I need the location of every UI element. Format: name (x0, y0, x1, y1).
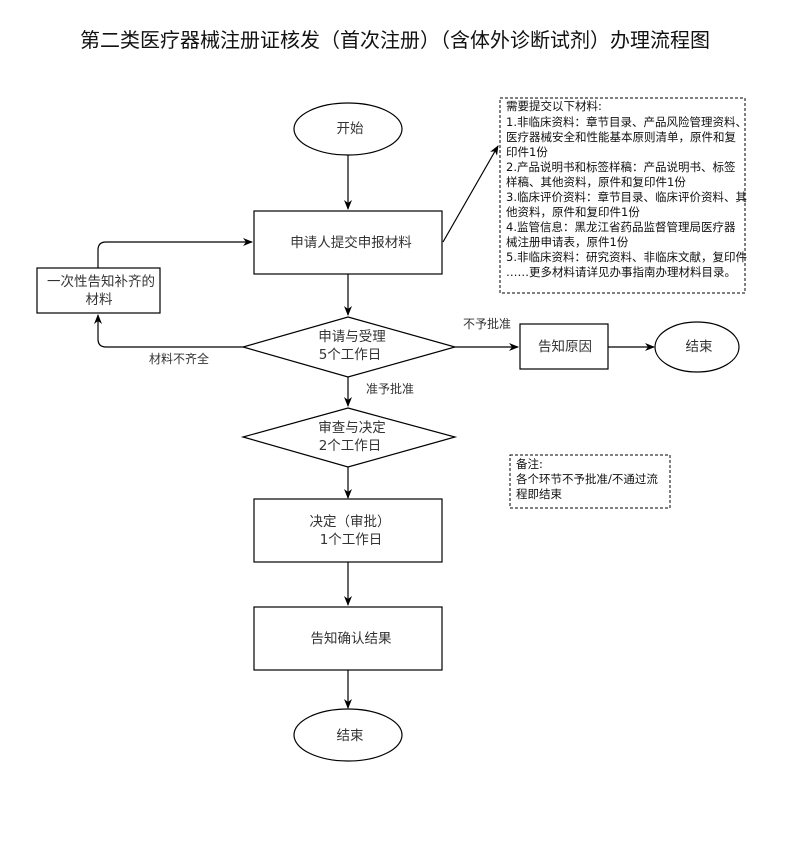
materials-line: 样稿、其他资料，原件和复印件1份 (506, 175, 686, 189)
edge-label-approve: 准予批准 (366, 381, 414, 396)
materials-line: 医疗器械安全和性能基本原则清单，原件和复 (506, 130, 736, 144)
edge-accept-supplement (94, 314, 243, 348)
end-reject-node: 结束 (654, 321, 740, 373)
materials-line: ……更多材料请详见办事指南办理材料目录。 (506, 265, 736, 279)
materials-line: 2.产品说明书和标签样稿：产品说明书、标签 (506, 160, 736, 174)
notify-result-label: 告知确认结果 (311, 630, 392, 647)
materials-line: 印件1份 (506, 145, 548, 159)
materials-line: 他资料，原件和复印件1份 (506, 205, 640, 219)
edge-supplement-submit (97, 238, 253, 268)
edge-submit-materials (442, 145, 499, 243)
notify-result-node: 告知确认结果 (253, 606, 443, 671)
materials-line: 械注册申请表，原件1份 (506, 235, 629, 249)
notify-reason-node: 告知原因 (519, 323, 609, 370)
review-label-line2: 2个工作日 (319, 438, 382, 454)
edge-label-reject: 不予批准 (463, 316, 511, 331)
review-decision-node: 审查与决定 2个工作日 (240, 407, 458, 468)
materials-line: 3.临床评价资料：章节目录、临床评价资料、其 (506, 190, 747, 204)
decision-node: 决定（审批） 1个工作日 (253, 498, 443, 563)
start-node: 开始 (293, 102, 403, 156)
notify-reason-label: 告知原因 (538, 338, 592, 355)
submit-label: 申请人提交申报材料 (290, 234, 412, 251)
supplement-label-line2: 材料 (86, 292, 113, 308)
materials-line: 4.监管信息：黑龙江省药品监督管理局医疗器 (506, 220, 736, 234)
accept-label-line2: 5个工作日 (319, 347, 382, 363)
accept-label-line1: 申请与受理 (318, 329, 386, 345)
end-node: 结束 (293, 708, 403, 762)
supplement-label-line1: 一次性告知补齐的 (47, 273, 155, 290)
accept-decision-node: 申请与受理 5个工作日 (240, 316, 458, 378)
materials-note: 需要提交以下材料: 1.非临床资料：章节目录、产品风险管理资料、 医疗器械安全和… (499, 97, 747, 294)
edge-label-incomplete: 材料不齐全 (149, 351, 209, 366)
end-reject-label: 结束 (686, 339, 714, 355)
submit-node: 申请人提交申报材料 (253, 210, 443, 275)
diagram-title: 第二类医疗器械注册证核发（首次注册）（含体外诊断试剂）办理流程图 (80, 28, 710, 52)
decision-label-line1: 决定（审批） (310, 514, 391, 530)
remark-note: 备注: 各个环节不予批准/不通过流 程即结束 (509, 454, 671, 509)
start-label: 开始 (337, 121, 364, 137)
remark-line: 各个环节不予批准/不通过流 (516, 472, 658, 486)
materials-line: 1.非临床资料：章节目录、产品风险管理资料、 (506, 115, 747, 129)
remark-line: 备注: (516, 457, 543, 471)
supplement-node: 一次性告知补齐的 材料 (36, 267, 161, 314)
review-label-line1: 审查与决定 (318, 420, 386, 436)
materials-line: 需要提交以下材料: (506, 99, 602, 113)
remark-line: 程即结束 (516, 487, 562, 501)
decision-label-line2: 1个工作日 (320, 532, 383, 548)
materials-line: 5.非临床资料：研究资料、非临床文献，复印件 (506, 250, 747, 264)
end-label: 结束 (337, 728, 364, 744)
